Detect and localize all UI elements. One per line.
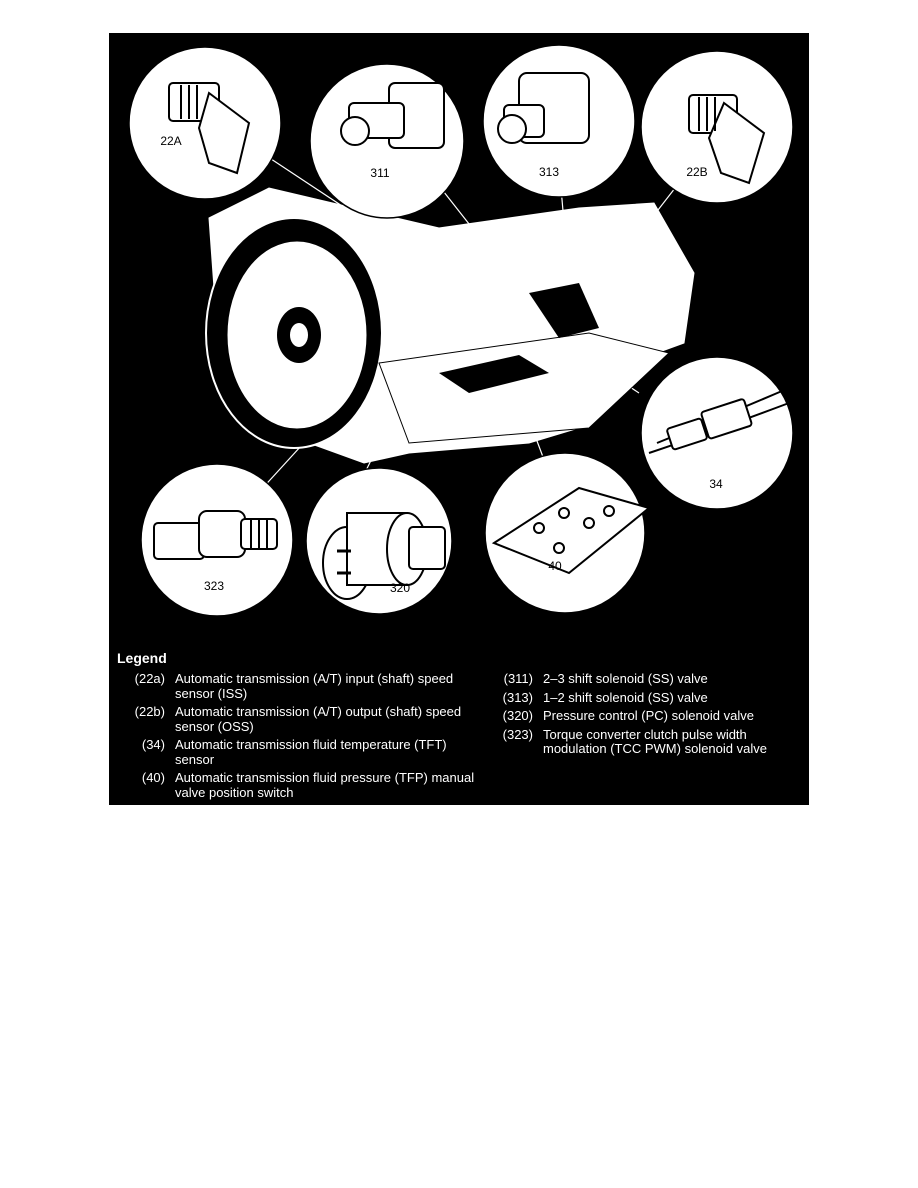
legend-title: Legend	[117, 650, 167, 666]
legend-desc: 1–2 shift solenoid (SS) valve	[543, 689, 708, 705]
legend-desc: Automatic transmission fluid temperature…	[175, 737, 447, 767]
legend-desc: Torque converter clutch pulse width modu…	[543, 726, 767, 756]
callout-313: 313	[539, 165, 559, 179]
legend-code: (22b)	[134, 704, 165, 719]
legend-desc: 2–3 shift solenoid (SS) valve	[543, 671, 708, 686]
legend-item: (22b) Automatic transmission (A/T) outpu…	[117, 704, 477, 734]
legend-code: (323)	[502, 726, 533, 742]
ss-313-drawing	[497, 72, 590, 144]
callout-34: 34	[709, 477, 723, 491]
transmission-body	[205, 187, 695, 464]
oss-sensor-drawing	[688, 94, 766, 185]
legend-desc: Automatic transmission (A/T) output (sha…	[175, 704, 462, 734]
callout-22b: 22B	[686, 165, 707, 179]
ss-311-drawing	[340, 82, 445, 149]
legend-code: (313)	[502, 689, 533, 705]
legend-desc: Automatic transmission (A/T) input (shaf…	[175, 671, 454, 701]
legend-code: (22a)	[134, 671, 165, 686]
legend-desc: Automatic transmission fluid pressure (T…	[175, 770, 475, 800]
legend-code: (320)	[502, 708, 533, 723]
legend-code: (40)	[141, 770, 165, 785]
callout-323: 323	[204, 579, 224, 593]
callout-22a: 22A	[160, 134, 181, 148]
tcc-pwm-solenoid-drawing	[153, 510, 278, 560]
legend-desc: Pressure control (PC) solenoid valve	[543, 708, 754, 723]
legend-item: (311) 2–3 shift solenoid (SS) valve	[499, 671, 799, 687]
callout-320: 320	[390, 581, 410, 595]
callout-311: 311	[370, 166, 389, 180]
legend-left-column: (22a) Automatic transmission (A/T) input…	[117, 671, 477, 804]
tft-sensor-drawing	[648, 387, 790, 454]
legend-item: (313) 1–2 shift solenoid (SS) valve	[499, 689, 799, 706]
legend-item: (34) Automatic transmission fluid temper…	[117, 737, 477, 767]
iss-sensor-drawing	[168, 82, 251, 175]
legend: Legend (22a) Automatic transmission (A/T…	[109, 648, 809, 805]
transmission-figure: 22A 311 313 22B 34 323 320 40 Legend (22…	[109, 33, 809, 805]
callout-40: 40	[548, 559, 562, 573]
legend-item: (323) Torque converter clutch pulse widt…	[499, 726, 799, 757]
legend-item: (40) Automatic transmission fluid pressu…	[117, 770, 477, 800]
legend-item: (320) Pressure control (PC) solenoid val…	[499, 708, 799, 724]
legend-item: (22a) Automatic transmission (A/T) input…	[117, 671, 477, 701]
legend-code: (34)	[141, 737, 165, 752]
transmission-diagram: 22A 311 313 22B 34 323 320 40	[128, 44, 794, 617]
legend-right-column: (311) 2–3 shift solenoid (SS) valve (313…	[499, 671, 799, 761]
legend-code: (311)	[503, 671, 533, 686]
pc-solenoid-drawing	[322, 512, 446, 600]
tfp-switch-drawing	[491, 486, 652, 575]
